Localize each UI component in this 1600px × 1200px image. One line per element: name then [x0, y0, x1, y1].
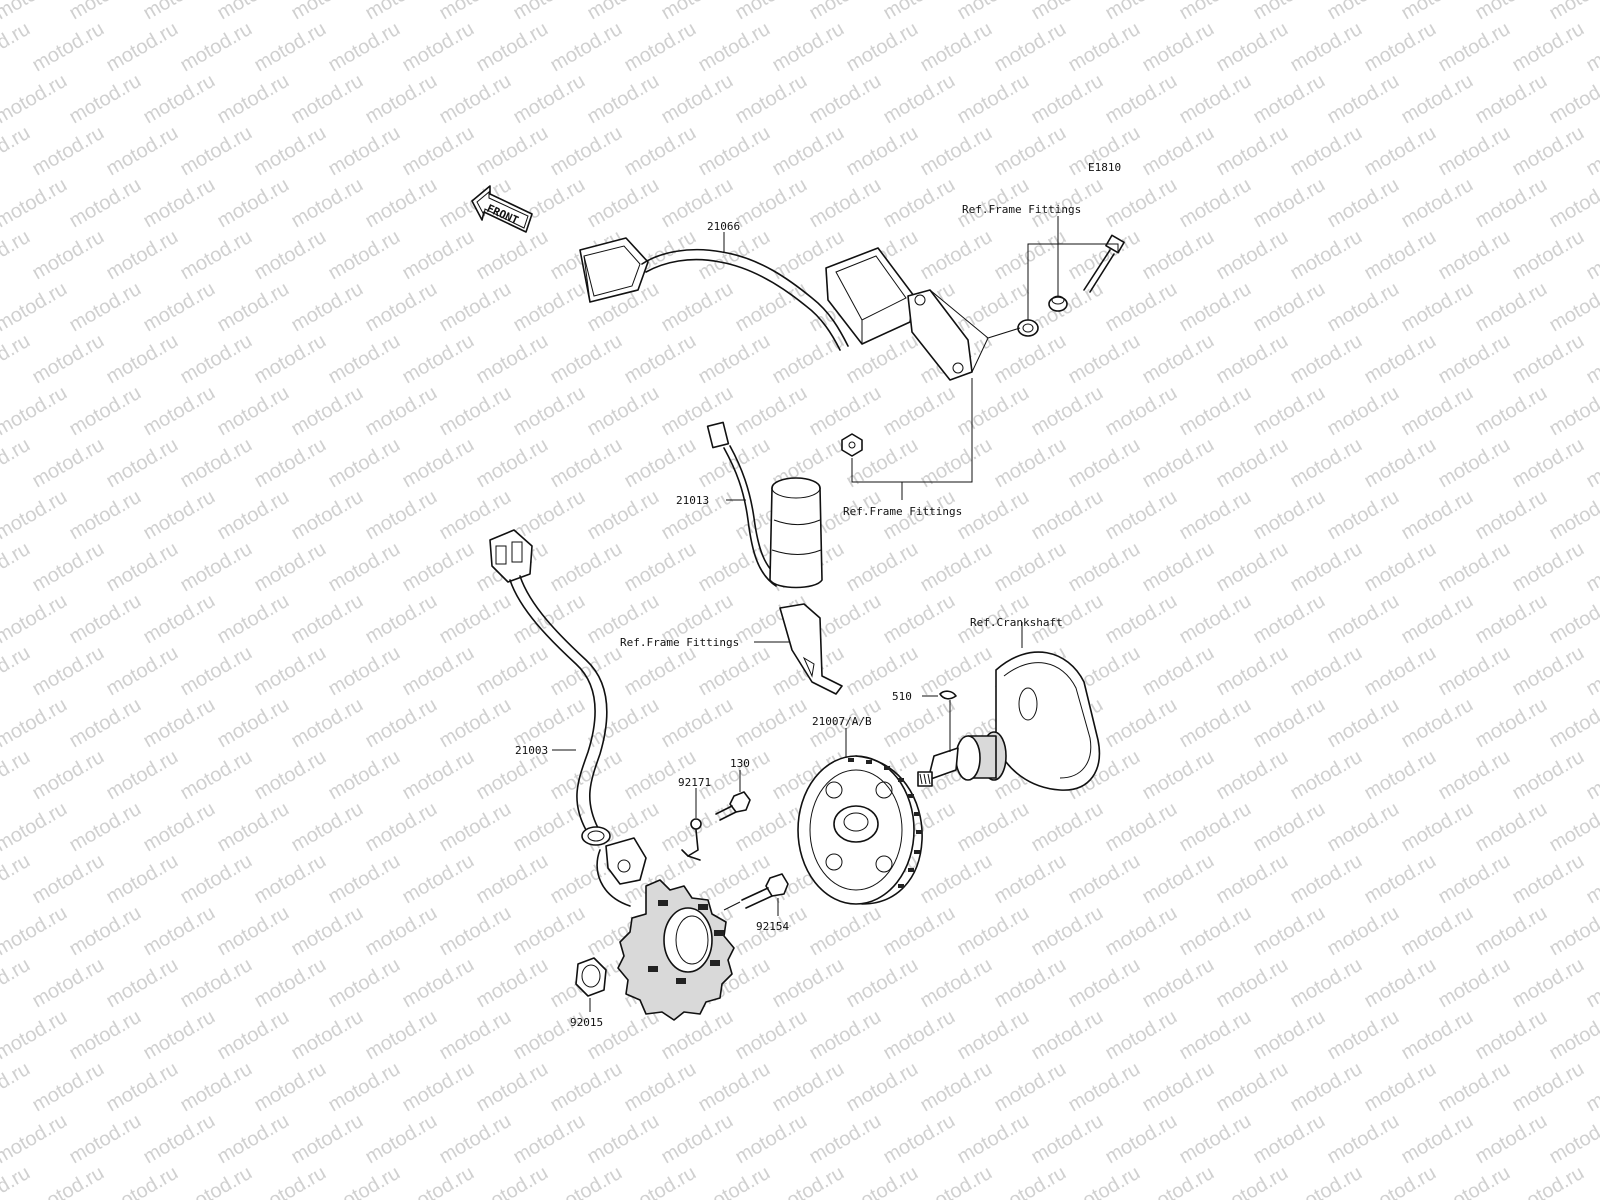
wire-clamp	[681, 818, 702, 861]
ref-frame-fittings-top: Ref.Frame Fittings	[962, 203, 1081, 216]
ref-frame-fittings-left: Ref.Frame Fittings	[620, 636, 739, 649]
rotor-flywheel	[797, 755, 923, 905]
ref-crankshaft: Ref.Crankshaft	[970, 616, 1063, 629]
label-21007: 21007/A/B	[812, 715, 872, 728]
condenser	[706, 421, 823, 589]
stator-coil	[617, 879, 735, 1021]
label-510: 510	[892, 690, 912, 703]
clamp-bolt	[715, 791, 751, 821]
woodruff-key	[939, 690, 957, 700]
label-21003: 21003	[515, 744, 548, 757]
regulator-nut	[841, 433, 863, 457]
ref-frame-fittings-middle: Ref.Frame Fittings	[843, 505, 962, 518]
label-21066: 21066	[707, 220, 740, 233]
regulator-bracket	[907, 289, 989, 381]
stator-assembly	[489, 529, 735, 1021]
label-21013: 21013	[676, 494, 709, 507]
diagram-code: E1810	[1088, 161, 1121, 174]
grommet	[1017, 319, 1039, 337]
front-arrow-icon: FRONT	[471, 185, 533, 233]
label-92154: 92154	[756, 920, 789, 933]
label-130: 130	[730, 757, 750, 770]
flywheel-nut	[575, 957, 607, 997]
condenser-bracket	[779, 603, 843, 695]
crankshaft	[917, 651, 1101, 791]
collar	[1048, 295, 1068, 312]
label-92015: 92015	[570, 1016, 603, 1029]
label-92171: 92171	[678, 776, 711, 789]
regulator-harness	[579, 237, 915, 351]
